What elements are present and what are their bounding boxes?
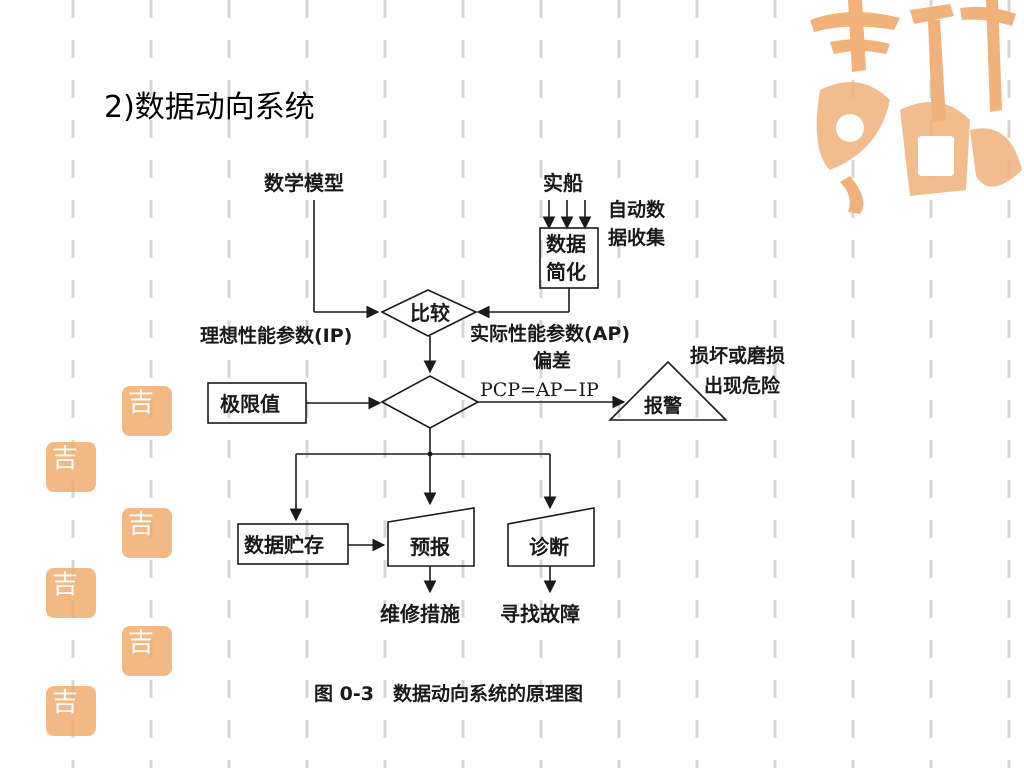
decorative-seal: 吉 xyxy=(122,386,172,436)
deviation-diamond xyxy=(380,375,480,429)
decorative-seal: 吉 xyxy=(46,686,96,736)
label-alarm: 报警 xyxy=(644,394,682,417)
decorative-seal: 吉 xyxy=(122,508,172,558)
slide-title: 2)数据动向系统 xyxy=(104,90,315,125)
data-storage-box xyxy=(237,523,349,565)
label-math-model: 数学模型 xyxy=(264,171,344,195)
decorative-seal: 吉 xyxy=(46,568,96,618)
label-find-fault: 寻找故障 xyxy=(500,602,580,626)
decorative-logo-large xyxy=(810,0,1022,214)
label-formula: PCP=AP−IP xyxy=(480,379,599,401)
label-forecast: 预报 xyxy=(410,535,450,559)
decorative-seal: 吉 xyxy=(46,442,96,492)
label-data-simplify-1: 数据 xyxy=(546,232,586,256)
diagnosis-box xyxy=(507,507,595,567)
label-ideal-params: 理想性能参数(IP) xyxy=(200,324,352,347)
label-deviation: 偏差 xyxy=(533,349,571,372)
label-real-ship: 实船 xyxy=(543,171,583,195)
label-damage-2: 出现危险 xyxy=(704,374,781,397)
figure-caption: 图 0-3 数据动向系统的原理图 xyxy=(314,682,583,705)
label-auto-collect-2: 据收集 xyxy=(608,226,666,249)
junction-dot xyxy=(427,451,433,457)
decorative-seal: 吉 xyxy=(122,626,172,676)
label-repair-measures: 维修措施 xyxy=(380,602,460,626)
label-actual-params: 实际性能参数(AP) xyxy=(470,322,630,345)
label-compare: 比较 xyxy=(410,301,450,325)
compare-diamond xyxy=(380,289,478,337)
label-data-storage: 数据贮存 xyxy=(244,533,324,557)
label-limit-value: 极限值 xyxy=(220,392,280,416)
label-diagnosis: 诊断 xyxy=(529,535,569,559)
forecast-box xyxy=(387,507,475,567)
label-auto-collect-1: 自动数 xyxy=(608,198,666,221)
label-data-simplify-2: 简化 xyxy=(546,260,586,284)
label-damage-1: 损坏或磨损 xyxy=(690,344,785,367)
alarm-triangle xyxy=(608,360,728,421)
